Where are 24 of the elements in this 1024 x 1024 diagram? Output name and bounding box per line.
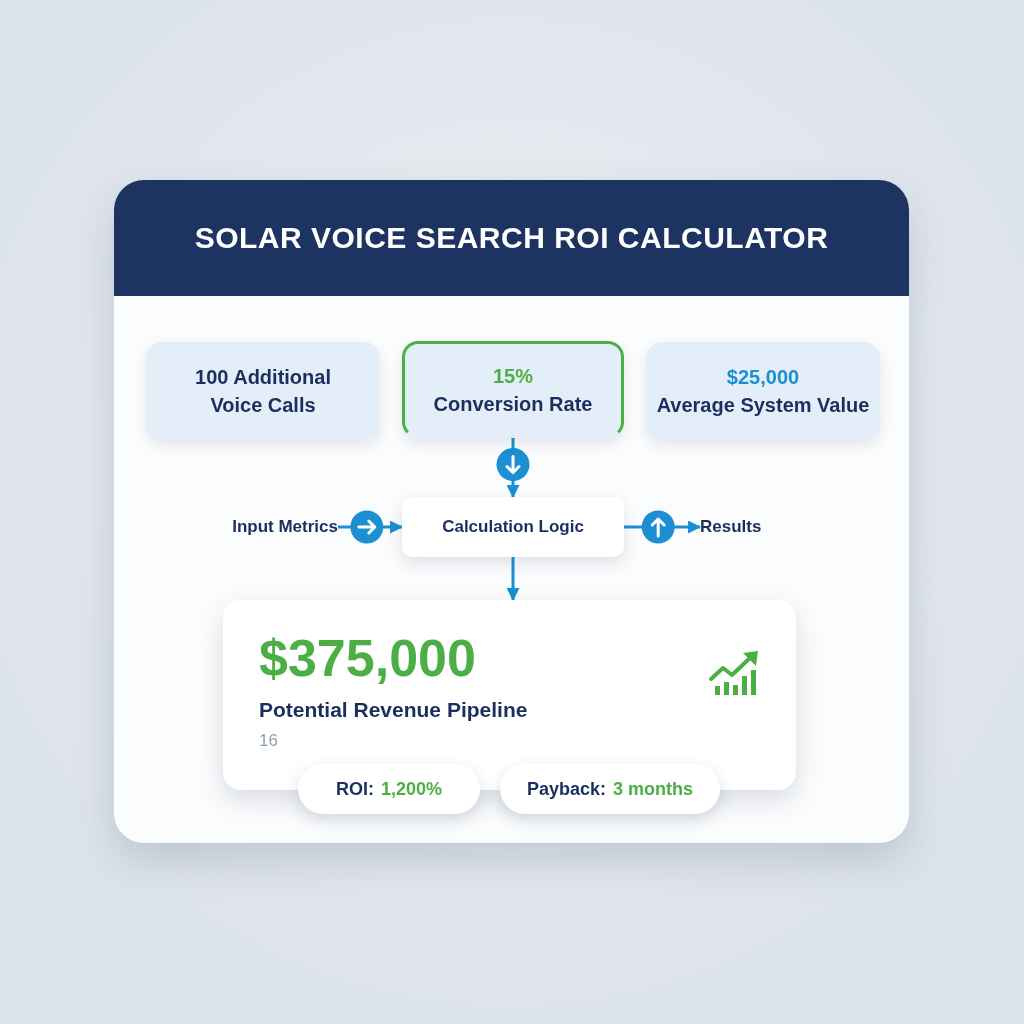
metric-card (146, 342, 380, 439)
stat-value: 3 months (613, 778, 694, 800)
stat-pill (298, 764, 480, 814)
metric-value: 15% (493, 363, 533, 389)
metric-card (402, 341, 624, 438)
revenue-label: Potential Revenue Pipeline (259, 697, 528, 723)
stat-label: Payback: (526, 778, 606, 800)
arrow (496, 438, 530, 497)
stat-label: ROI: (335, 778, 374, 800)
process-label: Calculation Logic (442, 516, 584, 538)
flow-label: Results (700, 517, 762, 537)
metric-label: 100 Additional Voice Calls (194, 364, 332, 418)
revenue-value: $375,000 (259, 628, 476, 688)
stat-value: 1,200% (380, 778, 443, 800)
metric-value: $25,000 (726, 364, 800, 390)
stat-pill (500, 764, 720, 814)
metric-label: Average System Value (656, 392, 870, 418)
metric-card (646, 342, 880, 439)
process-box (402, 497, 624, 557)
footnote-number: 16 (259, 730, 278, 752)
title: SOLAR VOICE SEARCH ROI CALCULATOR (194, 221, 829, 255)
arrow (506, 557, 520, 602)
metric-label: Conversion Rate (433, 391, 593, 417)
flow-label: Input Metrics (232, 517, 338, 537)
